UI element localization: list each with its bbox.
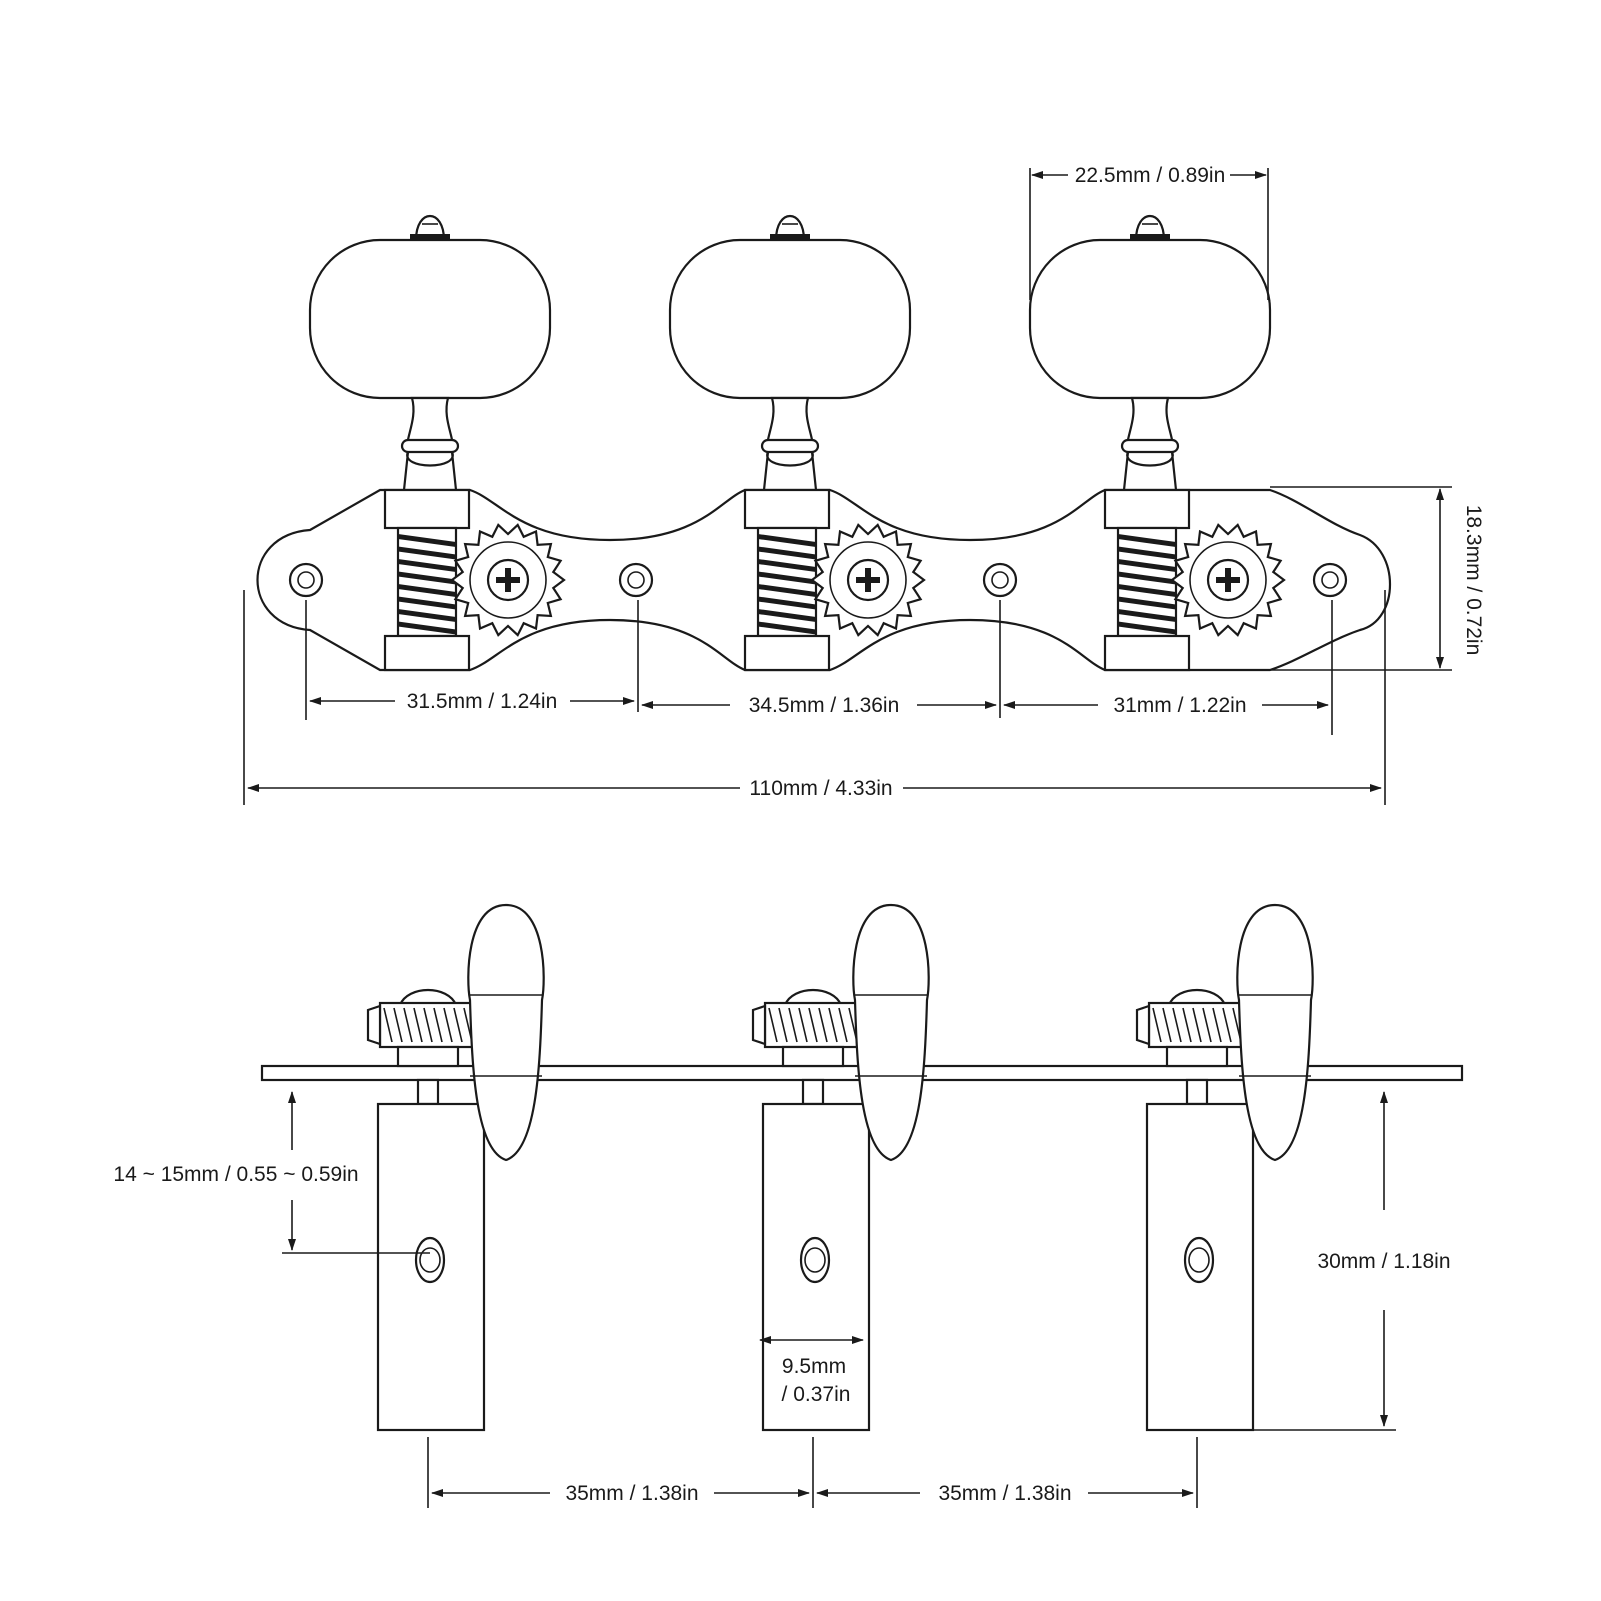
- dim-roller-width-label-1: 9.5mm: [782, 1355, 846, 1378]
- dim-plate-height: 18.3mm / 0.72in: [1270, 486, 1485, 671]
- dim-roller-length-label: 30mm / 1.18in: [1317, 1250, 1450, 1273]
- dim-total-length: 110mm / 4.33in: [247, 777, 1382, 800]
- tuner-button: [1028, 238, 1272, 400]
- worm-block-top: [1103, 488, 1191, 530]
- dim-hole-1-2: 31.5mm / 1.24in: [309, 690, 635, 713]
- gear-wheel: [1170, 523, 1286, 637]
- tuner-unit-3: [1028, 214, 1286, 672]
- side-tuner-3: [1135, 903, 1314, 1432]
- side-tuner-1: [366, 903, 545, 1432]
- dim-roller-length: 30mm / 1.18in: [1250, 1091, 1451, 1431]
- dim-hole-3-4-label: 31mm / 1.22in: [1113, 694, 1246, 717]
- plate-hole-3: [982, 562, 1018, 598]
- dim-hole-depth: 14 ~ 15mm / 0.55 ~ 0.59in: [113, 1091, 430, 1254]
- roller-post: [1145, 1102, 1255, 1432]
- worm-gear: [1116, 526, 1178, 638]
- worm-gear: [756, 526, 818, 638]
- dim-roller-spacing-1-label: 35mm / 1.38in: [565, 1482, 698, 1505]
- plate-hole-4: [1312, 562, 1348, 598]
- side-button: [467, 903, 545, 1162]
- dim-button-width-label: 22.5mm / 0.89in: [1075, 164, 1226, 187]
- tuner-unit-2: [668, 214, 926, 672]
- plate-hole-2: [618, 562, 654, 598]
- top-view: 22.5mm / 0.89in 18.3mm / 0.72in 31.5mm /…: [243, 164, 1485, 805]
- tuner-button: [668, 238, 912, 400]
- worm-gear: [396, 526, 458, 638]
- side-button: [852, 903, 930, 1162]
- dim-roller-width: 9.5mm / 0.37in: [759, 1336, 864, 1406]
- dim-hole-1-2-label: 31.5mm / 1.24in: [407, 690, 558, 713]
- dim-total-length-label: 110mm / 4.33in: [749, 777, 892, 800]
- dim-roller-spacing-2-label: 35mm / 1.38in: [938, 1482, 1071, 1505]
- dim-roller-spacing-1: 35mm / 1.38in: [431, 1482, 810, 1505]
- worm-block-bottom: [743, 634, 831, 672]
- gear-wheel: [810, 523, 926, 637]
- string-hole: [1183, 1236, 1215, 1284]
- dim-button-width: 22.5mm / 0.89in: [1029, 164, 1269, 300]
- string-hole: [799, 1236, 831, 1284]
- dim-hole-depth-label: 14 ~ 15mm / 0.55 ~ 0.59in: [113, 1163, 358, 1186]
- dim-roller-spacing-2: 35mm / 1.38in: [816, 1482, 1194, 1505]
- roller-post: [761, 1102, 871, 1432]
- hole-extension-lines: [243, 590, 1386, 805]
- tuner-unit-1: [308, 214, 566, 672]
- dim-hole-3-4: 31mm / 1.22in: [1003, 694, 1329, 717]
- top-tuners: [308, 214, 1286, 672]
- side-button: [1236, 903, 1314, 1162]
- roller-extension-lines: [427, 1437, 1198, 1508]
- side-tuners: [366, 903, 1314, 1432]
- string-hole: [414, 1236, 446, 1284]
- dim-plate-height-label: 18.3mm / 0.72in: [1462, 505, 1485, 656]
- tuner-button: [308, 238, 552, 400]
- worm-block-bottom: [383, 634, 471, 672]
- plate-hole-1: [288, 562, 324, 598]
- gear-wheel: [450, 523, 566, 637]
- worm-block-top: [383, 488, 471, 530]
- dim-hole-2-3: 34.5mm / 1.36in: [641, 694, 997, 717]
- worm-block-bottom: [1103, 634, 1191, 672]
- dim-hole-2-3-label: 34.5mm / 1.36in: [749, 694, 900, 717]
- side-tuner-2: [751, 903, 930, 1432]
- side-view: 14 ~ 15mm / 0.55 ~ 0.59in 9.5mm / 0.37in…: [113, 903, 1464, 1508]
- worm-block-top: [743, 488, 831, 530]
- dim-roller-width-label-2: / 0.37in: [782, 1383, 851, 1406]
- roller-post: [376, 1102, 486, 1432]
